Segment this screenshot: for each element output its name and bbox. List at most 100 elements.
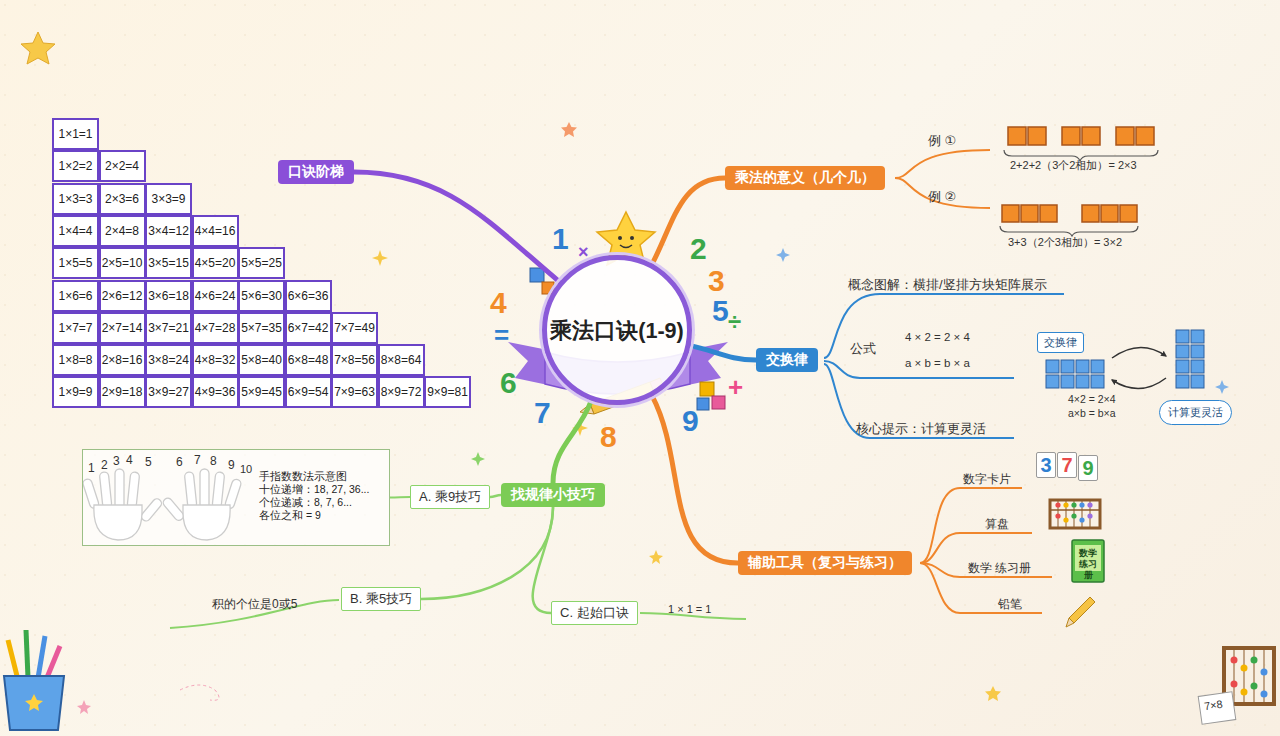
finger-number: 10 — [240, 463, 252, 475]
finger-number: 9 — [228, 458, 235, 472]
number-card: 9 — [1078, 455, 1098, 481]
abacus — [1050, 500, 1100, 528]
example-label: 例 ① — [928, 132, 956, 150]
table-cell: 5×8=40 — [238, 344, 285, 376]
table-cell: 1×5=5 — [52, 247, 99, 279]
deco-symbol: × — [578, 242, 589, 263]
leaf-text: 算盘 — [985, 516, 1009, 533]
swap-arrows — [1112, 347, 1166, 388]
table-cell: 1×6=6 — [52, 280, 99, 312]
node-text: C. 起始口诀 — [560, 604, 629, 622]
table-cell: 1×8=8 — [52, 344, 99, 376]
table-cell: 7×9=63 — [331, 376, 378, 408]
table-cell: 9×9=81 — [424, 376, 471, 408]
table-cell: 3×8=24 — [145, 344, 192, 376]
cloud-box: 计算更灵活 — [1159, 400, 1232, 425]
table-cell: 3×9=27 — [145, 376, 192, 408]
table-cell: 1×9=9 — [52, 376, 99, 408]
abacus-corner — [1198, 648, 1274, 724]
table-cell: 2×9=18 — [99, 376, 146, 408]
finger-number: 5 — [145, 455, 152, 469]
square-blocks — [1002, 127, 1154, 222]
table-cell: 3×5=15 — [145, 247, 192, 279]
formula: 4×2 = 2×4 — [1068, 393, 1116, 405]
tag-box: 交换律 — [1037, 332, 1084, 353]
card-text: 7×8 — [1203, 698, 1223, 712]
brace — [1000, 150, 1158, 236]
table-cell: 3×3=9 — [145, 183, 192, 215]
deco-symbol: = — [494, 320, 509, 351]
finger-number: 3 — [113, 454, 120, 468]
tip-box: B. 乘5技巧 — [341, 587, 421, 611]
branch-box: 交换律 — [756, 348, 818, 372]
table-cell: 8×9=72 — [378, 376, 425, 408]
equation: 3+3（2个3相加）= 3×2 — [1008, 235, 1122, 250]
table-cell: 7×8=56 — [331, 344, 378, 376]
leaf-lines — [824, 294, 1064, 438]
deco-number: 8 — [600, 420, 617, 454]
table-cell: 2×8=16 — [99, 344, 146, 376]
branch-connector — [553, 401, 591, 484]
formula: a × b = b × a — [905, 357, 970, 369]
leaf-text: 积的个位是0或5 — [212, 596, 297, 613]
table-cell: 1×1=1 — [52, 118, 99, 150]
table-cell: 2×6=12 — [99, 280, 146, 312]
node-text: A. 乘9技巧 — [419, 488, 481, 506]
deco-number: 1 — [552, 222, 569, 256]
equation: 2+2+2（3个2相加）= 2×3 — [1010, 158, 1137, 173]
node-text: 找规律小技巧 — [511, 486, 595, 504]
deco-number: 7 — [534, 396, 551, 430]
branch-connector — [490, 495, 501, 497]
node-text: 辅助工具（复习与练习） — [748, 554, 902, 572]
node-text: 计算更灵活 — [1168, 405, 1223, 420]
branch-box: 乘法的意义（几个几） — [725, 166, 885, 190]
deco-number: 9 — [682, 404, 699, 438]
table-cell: 6×8=48 — [285, 344, 332, 376]
formula: a×b = b×a — [1068, 407, 1116, 419]
table-cell: 6×9=54 — [285, 376, 332, 408]
table-cell: 1×7=7 — [52, 312, 99, 344]
table-cell: 2×7=14 — [99, 312, 146, 344]
deco-number: 5 — [712, 294, 729, 328]
finger-number: 7 — [194, 453, 201, 467]
branch-connector — [533, 507, 553, 613]
deco-number: 3 — [708, 264, 725, 298]
table-cell: 6×6=36 — [285, 280, 332, 312]
deco-symbol: ÷ — [728, 308, 741, 336]
branch-box: 口诀阶梯 — [278, 160, 354, 184]
deco-number: 6 — [500, 366, 517, 400]
formula: 1 × 1 = 1 — [668, 603, 711, 615]
table-cell: 4×4=16 — [192, 215, 239, 247]
table-cell: 2×4=8 — [99, 215, 146, 247]
leaf-text: 核心提示：计算更灵活 — [856, 420, 986, 438]
table-cell: 1×3=3 — [52, 183, 99, 215]
branch-connector — [652, 178, 725, 264]
table-cell: 5×9=45 — [238, 376, 285, 408]
formula: 4 × 2 = 2 × 4 — [905, 331, 970, 343]
finger-number: 6 — [176, 455, 183, 469]
node-text: 交换律 — [1044, 335, 1077, 350]
branch-box: 辅助工具（复习与练习） — [738, 551, 912, 575]
node-text: 个位递减：8, 7, 6... — [259, 496, 381, 509]
pencil-small — [1066, 597, 1095, 627]
table-cell: 6×7=42 — [285, 312, 332, 344]
pencil-cup — [4, 630, 64, 730]
decor-stars — [21, 32, 1229, 714]
table-cell: 5×5=25 — [238, 247, 285, 279]
finger-number: 8 — [210, 454, 217, 468]
table-cell: 2×2=4 — [99, 150, 146, 182]
deco-number: 2 — [690, 232, 707, 266]
table-cell: 8×8=64 — [378, 344, 425, 376]
table-cell: 1×4=4 — [52, 215, 99, 247]
tip-box: A. 乘9技巧 — [410, 485, 490, 509]
number-card: 3 — [1036, 452, 1056, 478]
tip-box: C. 起始口诀 — [551, 601, 638, 625]
table-cell: 4×7=28 — [192, 312, 239, 344]
book-title: 数学 练习册 — [1075, 548, 1101, 581]
example-label: 例 ② — [928, 188, 956, 206]
node-text: 乘法的意义（几个几） — [735, 169, 875, 187]
leaf-text: 铅笔 — [998, 596, 1022, 613]
table-cell: 4×9=36 — [192, 376, 239, 408]
leaf-text: 数学 练习册 — [968, 560, 1031, 577]
